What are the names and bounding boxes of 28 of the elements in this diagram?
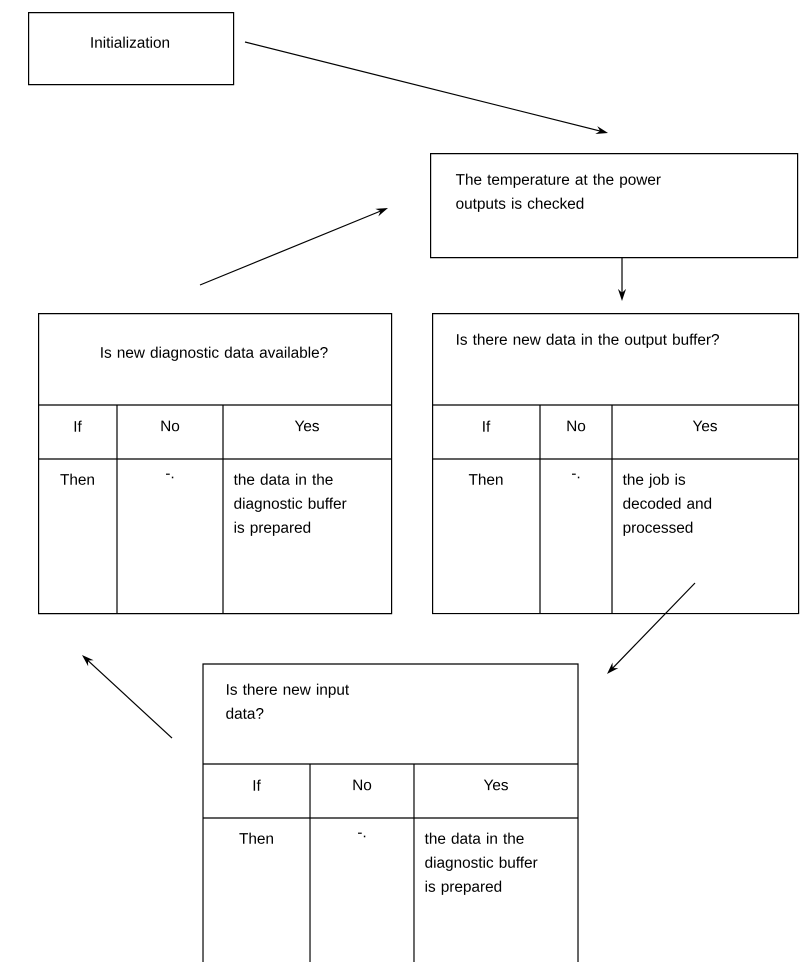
table-cell: No	[353, 780, 372, 790]
table-cell: If	[74, 420, 82, 432]
table-cell: -.	[572, 474, 580, 478]
table-cell: If	[483, 420, 490, 432]
decision-table	[38, 313, 392, 614]
process-box	[430, 153, 798, 258]
table-cell: If	[254, 780, 261, 791]
decision-table	[202, 663, 579, 962]
process-box	[28, 12, 234, 86]
table-cell: the data in the diagnostic buffer is prepared	[234, 474, 346, 536]
table-cell: No	[161, 420, 180, 432]
table-cell: Yes	[692, 420, 717, 432]
decision-table	[432, 313, 800, 614]
table-cell: the job is decoded and processed	[622, 474, 712, 536]
question-text: Is new diagnostic data available?	[101, 346, 328, 361]
table-cell: Then	[60, 474, 94, 485]
box-text: Initialization	[91, 36, 170, 48]
table-cell: No	[567, 420, 586, 432]
box-text: The temperature at the power outputs is checked	[456, 174, 661, 212]
table-cell: Then	[468, 474, 502, 485]
table-cell: -.	[166, 474, 174, 478]
table-cell: the data in the diagnostic buffer is prepared	[424, 832, 538, 895]
table-cell: Yes	[294, 420, 319, 432]
question-text: Is there new input data?	[226, 684, 350, 719]
table-cell: Then	[239, 832, 273, 844]
table-cell: Yes	[484, 780, 508, 790]
table-cell: -.	[358, 832, 366, 838]
question-text: Is there new data in the output buffer?	[457, 334, 719, 348]
